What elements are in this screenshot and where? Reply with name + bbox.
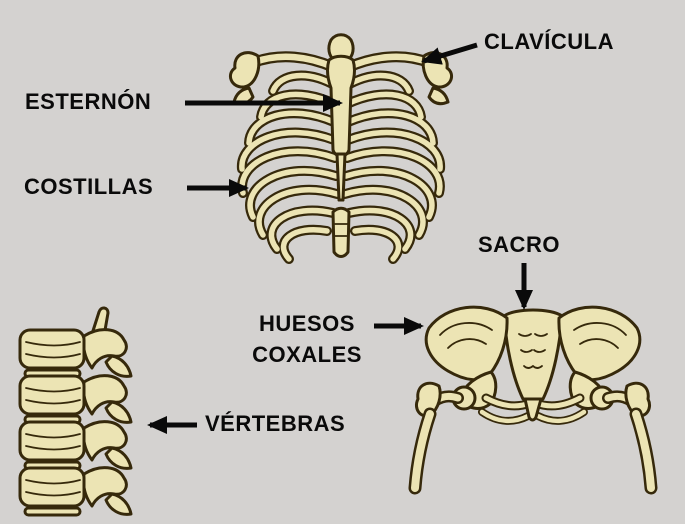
pelvis-illustration bbox=[415, 307, 651, 488]
label-clavicula: CLAVÍCULA bbox=[484, 29, 614, 54]
arrows bbox=[147, 42, 533, 434]
label-huesos-coxales: HUESOS COXALES bbox=[243, 308, 371, 370]
label-huesos-line1: HUESOS bbox=[259, 311, 355, 336]
ribcage-illustration bbox=[230, 33, 451, 259]
clavicula-arrow bbox=[421, 42, 478, 65]
vertebrae-illustration bbox=[18, 306, 133, 517]
label-huesos-line2: COXALES bbox=[252, 342, 362, 367]
label-esternon: ESTERNÓN bbox=[25, 89, 152, 114]
label-costillas: COSTILLAS bbox=[24, 174, 154, 199]
label-sacro: SACRO bbox=[478, 232, 560, 257]
label-vertebras: VÉRTEBRAS bbox=[205, 411, 346, 436]
